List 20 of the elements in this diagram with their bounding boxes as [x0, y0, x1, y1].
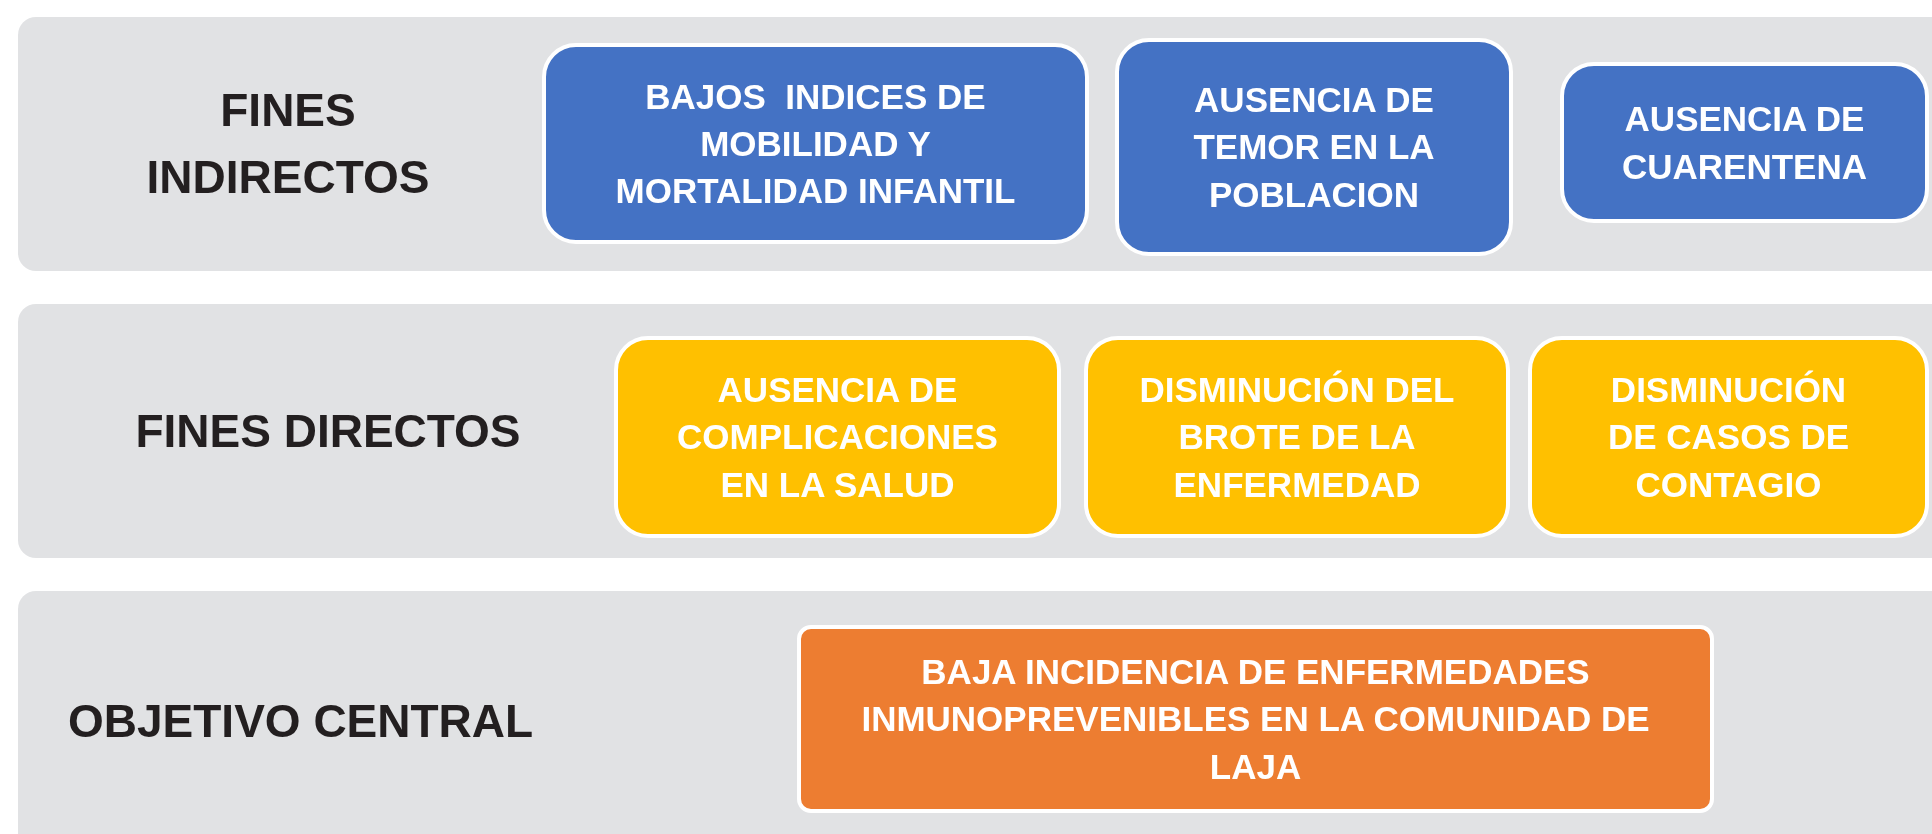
objective-box [1528, 336, 1929, 538]
band-background [18, 304, 1932, 558]
box-text: AUSENCIA DE COMPLICACIONES EN LA SALUD [676, 369, 999, 506]
band-heading: FINES INDIRECTOS [145, 83, 431, 205]
objective-box [1115, 38, 1513, 256]
box-text: BAJOS INDICES DE MOBILIDAD Y MORTALIDAD INFANTIL [614, 75, 1017, 213]
objective-box [614, 336, 1061, 538]
box-text: DISMINUCIÓN DE CASOS DE CONTAGIO [1606, 369, 1851, 506]
box-text: AUSENCIA DE CUARENTENA [1621, 98, 1868, 188]
objective-box [1560, 62, 1929, 223]
band-heading: FINES DIRECTOS [135, 403, 521, 459]
band-background [18, 591, 1932, 834]
objective-box [542, 43, 1089, 244]
objective-box [1084, 336, 1510, 538]
band-background [18, 17, 1932, 271]
box-text: BAJA INCIDENCIA DE ENFERMEDADES INMUNOPREVENIBLES EN LA COMUNIDAD DE LAJA [860, 651, 1651, 788]
band-heading: OBJETIVO CENTRAL [68, 693, 534, 749]
box-text: AUSENCIA DE TEMOR EN LA POBLACION [1192, 79, 1436, 216]
objective-box [797, 625, 1714, 813]
box-text: DISMINUCIÓN DEL BROTE DE LA ENFERMEDAD [1138, 369, 1456, 506]
